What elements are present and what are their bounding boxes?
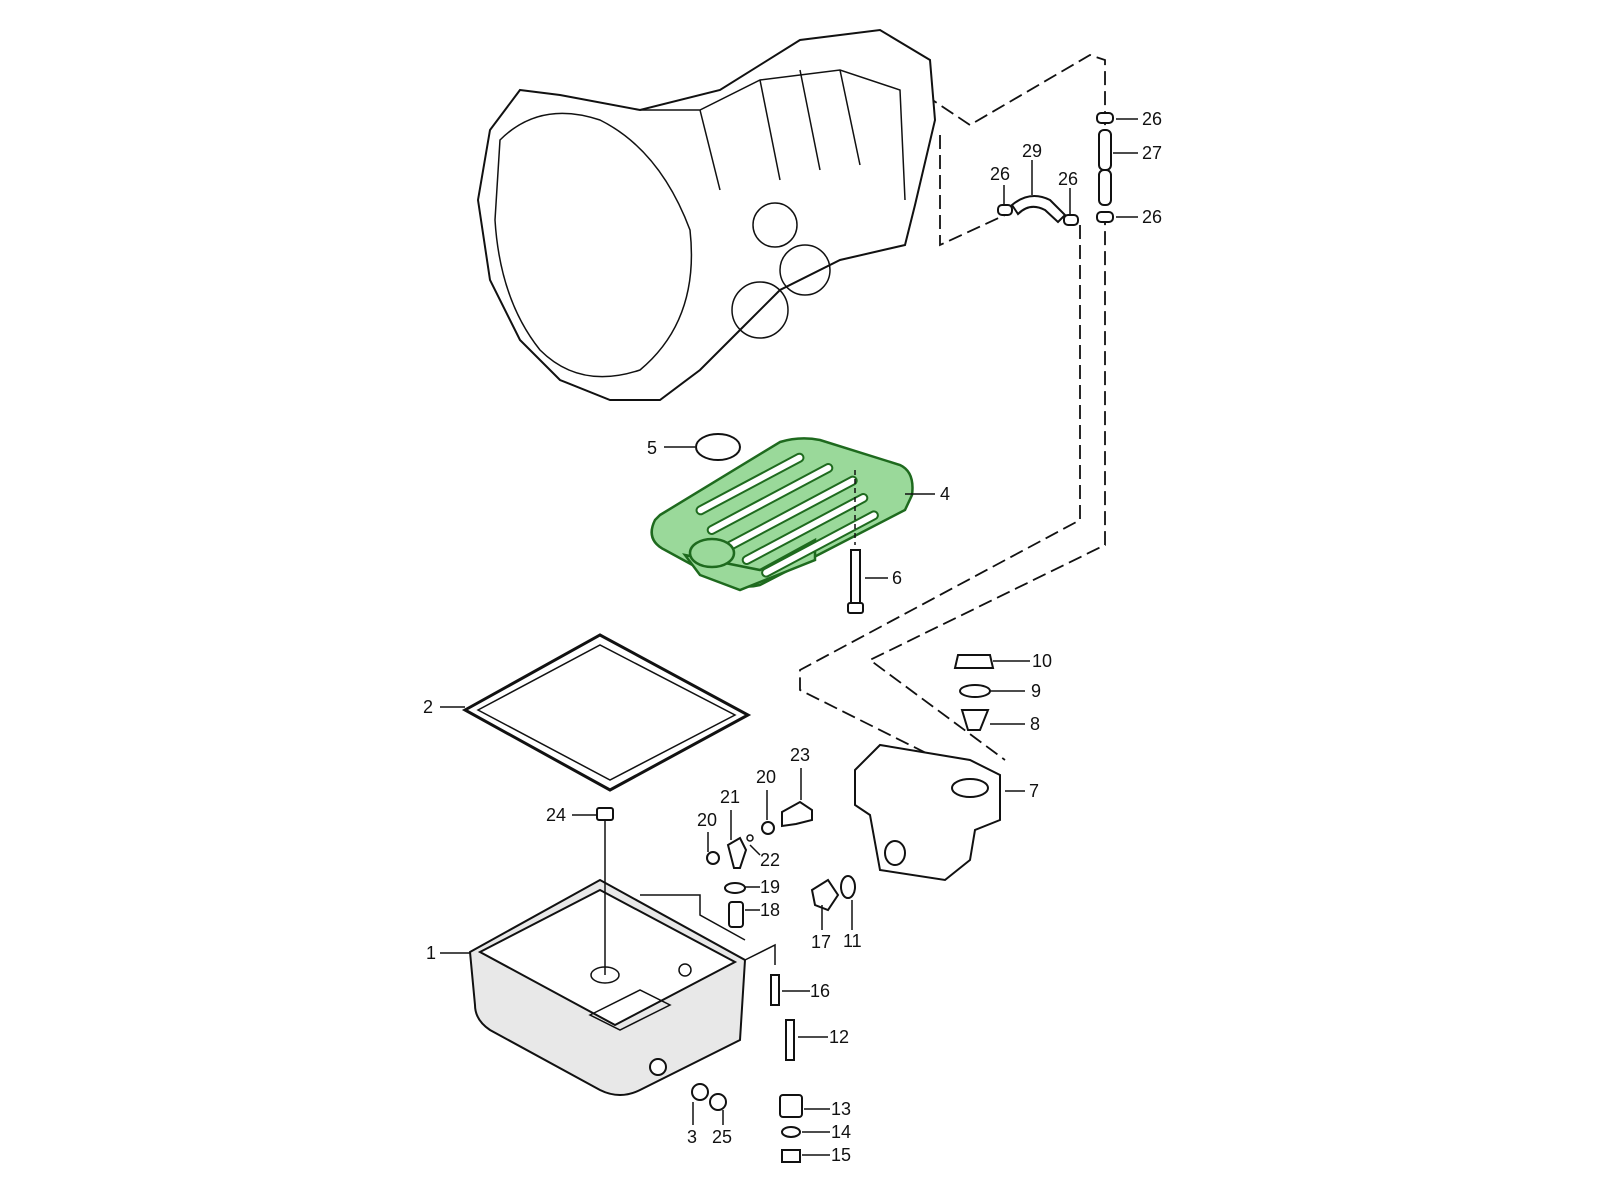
clip (596, 807, 614, 821)
callout-24: 24 (546, 805, 566, 825)
callout-11: 11 (843, 931, 862, 951)
o-ring (695, 433, 741, 461)
transmission-housing (476, 28, 937, 401)
callout-23: 23 (790, 745, 810, 765)
callout-18: 18 (760, 900, 780, 920)
callout-29: 29 (1022, 141, 1042, 161)
callout-20: 20 (697, 810, 717, 830)
pan-gasket (461, 633, 752, 792)
callout-26: 26 (1058, 169, 1078, 189)
small-parts (691, 800, 856, 1163)
callout-17: 17 (811, 932, 831, 952)
leader-lines (440, 118, 1138, 1156)
callout-5: 5 (647, 438, 657, 458)
oil-pan (468, 878, 776, 1096)
callout-14: 14 (831, 1122, 851, 1142)
callout-15: 15 (831, 1145, 851, 1165)
callout-2: 2 (423, 697, 433, 717)
callout-labels: 26 27 26 29 26 26 5 4 6 10 9 8 7 2 23 20… (423, 109, 1162, 1165)
callout-20: 20 (756, 767, 776, 787)
callout-26: 26 (990, 164, 1010, 184)
callout-16: 16 (810, 981, 830, 1001)
callout-21: 21 (720, 787, 740, 807)
callout-25: 25 (712, 1127, 732, 1147)
oil-reservoir (854, 654, 1001, 882)
callout-6: 6 (892, 568, 902, 588)
callout-1: 1 (426, 943, 436, 963)
transmission-filter[interactable] (650, 437, 914, 592)
callout-9: 9 (1031, 681, 1041, 701)
callout-26: 26 (1142, 207, 1162, 227)
callout-7: 7 (1029, 781, 1039, 801)
callout-22: 22 (760, 850, 780, 870)
callout-3: 3 (687, 1127, 697, 1147)
callout-8: 8 (1030, 714, 1040, 734)
dashed-routing-lines (799, 54, 1106, 761)
callout-27: 27 (1142, 143, 1162, 163)
callout-4: 4 (940, 484, 950, 504)
callout-19: 19 (760, 877, 780, 897)
filter-bolt (850, 549, 861, 606)
callout-12: 12 (829, 1027, 849, 1047)
hose-and-clamps (997, 112, 1114, 226)
callout-26: 26 (1142, 109, 1162, 129)
callout-10: 10 (1032, 651, 1052, 671)
callout-13: 13 (831, 1099, 851, 1119)
